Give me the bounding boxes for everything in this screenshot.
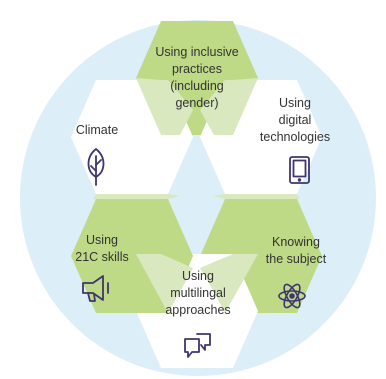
label-multilingual: Using multilingal approaches [165,268,230,319]
label-digital-line-2: digital [278,113,312,127]
atom-icon [278,283,306,309]
megaphone-icon [82,275,109,302]
overlap-inclusive-digital [200,78,258,135]
overlap-climate-skills [93,194,180,199]
label-digital: Using digital technologies [260,95,330,146]
label-inclusive-line-3: (including [170,79,224,93]
label-subject-line-2: the subject [265,252,327,266]
overlap-digital-subject [213,194,300,199]
label-multilingual-line-3: approaches [165,303,231,317]
label-multilingual-line-2: multilingal [170,286,226,300]
label-climate-line-1: Climate [75,123,119,137]
overlap-skills-multilingual [136,254,193,313]
label-subject-line-1: Knowing [272,235,320,249]
leaf-icon [87,148,105,186]
label-digital-line-1: Using [279,96,311,110]
label-inclusive-line-4: gender) [175,96,219,110]
tablet-icon [289,156,310,184]
label-digital-line-3: technologies [259,130,331,144]
label-subject: Knowing the subject [266,234,326,268]
label-skills-line-2: 21C skills [75,250,129,264]
overlap-inclusive-climate [136,78,193,135]
label-climate: Climate [76,122,118,139]
label-multilingual-line-1: Using [182,269,214,283]
label-skills-line-1: Using [86,233,118,247]
label-inclusive-line-2: practices [171,62,223,76]
label-inclusive: Using inclusive practices (including gen… [155,44,238,112]
label-inclusive-line-1: Using inclusive [155,45,239,59]
overlap-subject-multilingual [200,254,258,313]
speech-bubbles-icon [184,333,211,358]
label-skills: Using 21C skills [75,232,129,266]
